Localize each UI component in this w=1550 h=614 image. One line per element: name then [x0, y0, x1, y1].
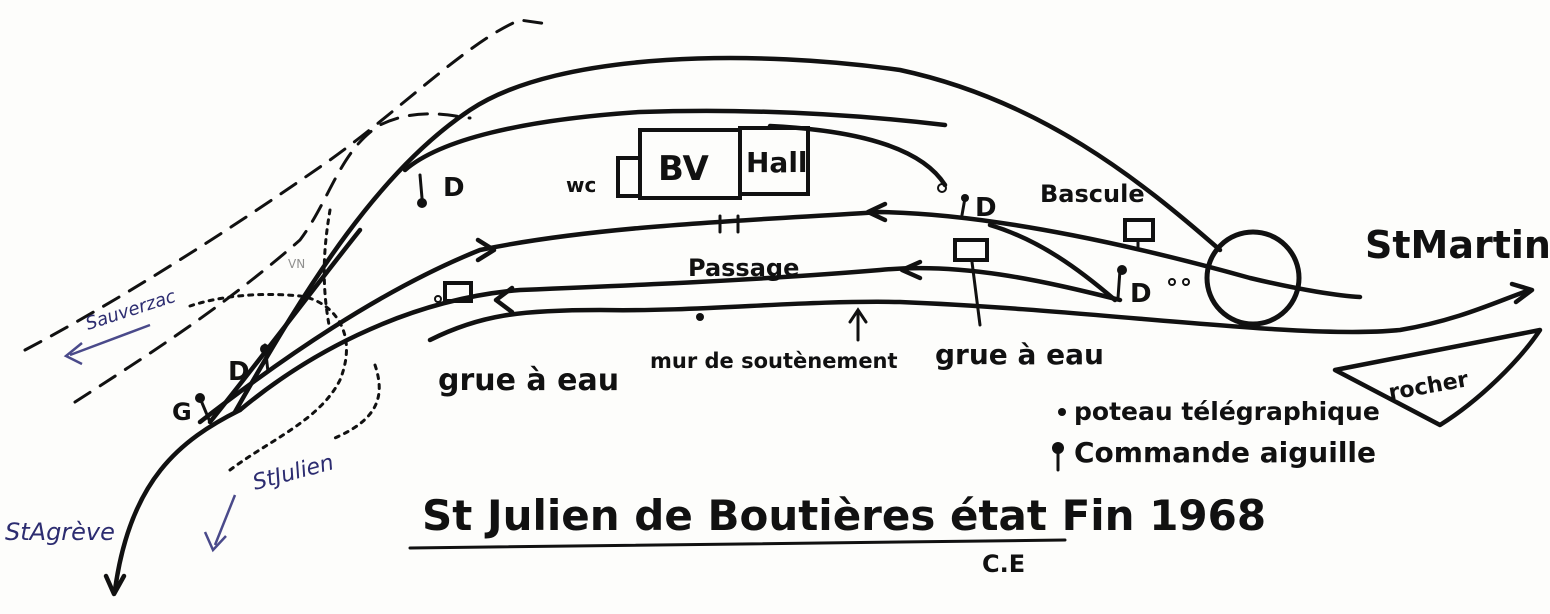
label-sauverzac: Sauverzac: [83, 286, 178, 335]
arrow-st-martin: [1509, 281, 1535, 305]
diagram-title: St Julien de Boutières état Fin 1968: [422, 491, 1266, 540]
dashed-line-lower: [73, 112, 472, 404]
label-wc: wc: [566, 173, 596, 197]
sauverzac-arrow-head: [63, 342, 83, 366]
junction-branch: [207, 227, 363, 425]
telegraph-pole-dot: [696, 313, 704, 321]
label-vn: VN: [288, 257, 305, 271]
legend-poteau-text: poteau télégraphique: [1074, 397, 1380, 426]
switch-control-3: [1116, 268, 1122, 300]
title-underline: [408, 538, 1067, 550]
legend-poteau-marker: [1058, 408, 1066, 416]
water-crane-right-stem: [970, 260, 982, 327]
water-crane-right: [953, 238, 989, 262]
main-through-track: [197, 209, 1363, 425]
switch-control-1: [418, 173, 424, 200]
small-dot-2: [1182, 278, 1190, 286]
bascule-box: [1123, 218, 1155, 242]
arrow-loop-west: [899, 259, 923, 281]
label-bascule: Bascule: [1040, 180, 1145, 208]
dashed-line-upper: [23, 18, 550, 352]
author-initials: C.E: [982, 550, 1025, 578]
switch-control-2-knob: [961, 194, 969, 202]
label-grue-left: grue à eau: [438, 363, 619, 398]
label-switch-d4: D: [228, 357, 250, 387]
rocher-outline: [1332, 327, 1543, 428]
legend-commande-marker: [1052, 442, 1064, 454]
dotted-loop: [188, 292, 348, 472]
sauverzac-arrow: [69, 323, 151, 357]
arrow-main-west: [865, 201, 888, 223]
wc-building: [616, 156, 642, 198]
dotted-right-bend: [328, 363, 381, 442]
arrow-st-agreve: [103, 573, 127, 597]
track-st-agreve: [112, 407, 243, 593]
loop-track: [237, 265, 1123, 413]
switch-control-5-knob: [195, 393, 205, 403]
end-dot: [937, 183, 947, 193]
st-julien-arrow-head: [203, 531, 227, 553]
small-dot-1: [1168, 278, 1176, 286]
label-switch-g: G: [172, 398, 192, 426]
label-switch-d1: D: [443, 173, 465, 203]
label-st-julien: StJulien: [250, 450, 336, 496]
arrow-lower-west: [493, 285, 515, 315]
legend-commande-text: Commande aiguille: [1074, 436, 1376, 469]
halle-building: [738, 126, 810, 196]
arrow-main-east: [475, 237, 497, 263]
switch-control-3-knob: [1117, 265, 1127, 275]
outer-arc-track: [232, 55, 1223, 415]
label-halle: Hall: [746, 146, 808, 179]
st-julien-arrow: [213, 494, 237, 546]
label-mur: mur de soutènement: [650, 349, 898, 373]
label-rocher: rocher: [1387, 367, 1471, 406]
label-st-agreve: StAgrève: [5, 518, 115, 546]
label-bv: BV: [658, 149, 710, 189]
turntable: [1204, 229, 1302, 327]
water-crane-left: [443, 281, 473, 303]
small-dot-3: [434, 295, 442, 303]
label-switch-d2: D: [975, 193, 997, 223]
label-grue-right: grue à eau: [935, 338, 1104, 371]
upper-siding-track: [402, 108, 948, 173]
switch-control-4-knob: [260, 344, 270, 354]
label-passage: Passage: [688, 254, 799, 282]
switch-control-1-knob: [417, 198, 427, 208]
label-st-martin: StMartin: [1365, 223, 1550, 267]
mur-pointer-head: [848, 307, 868, 324]
label-switch-d3: D: [1130, 279, 1152, 309]
crossover-bascule: [987, 222, 1118, 303]
lower-track: [427, 287, 1533, 343]
